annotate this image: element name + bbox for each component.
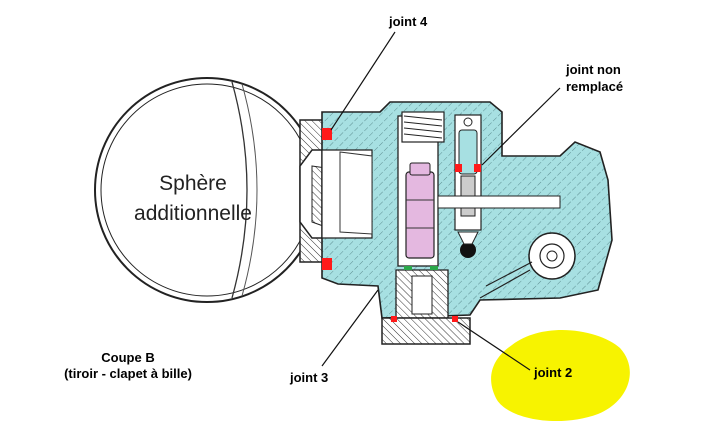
check-ball (460, 242, 476, 258)
label-joint3: joint 3 (289, 370, 328, 385)
label-joint-not-replaced-2: remplacé (566, 79, 623, 94)
seal-joint3 (391, 316, 397, 322)
seal-joint4 (322, 128, 332, 140)
seal-markers (322, 128, 481, 322)
sphere-label-line1: Sphère (159, 172, 227, 195)
highlight-blob (491, 330, 630, 422)
label-joint-not-replaced-1: joint non (565, 62, 621, 77)
label-joint2: joint 2 (533, 365, 572, 380)
leader-lines (321, 31, 561, 371)
internal-passage (437, 195, 561, 209)
spring (401, 111, 445, 143)
outlet-fitting (479, 232, 576, 299)
seal-not-replaced-right (474, 164, 481, 172)
label-joint4: joint 4 (388, 14, 428, 29)
sphere-label-line2: additionnelle (134, 202, 252, 225)
seal-joint2 (452, 316, 458, 322)
green-seal-marks (404, 266, 438, 270)
bottom-plug (381, 269, 471, 345)
caption-line2: (tiroir - clapet à bille) (64, 366, 192, 381)
spool (405, 171, 435, 259)
caption-line1: Coupe B (101, 350, 154, 365)
seal-not-replaced-left (455, 164, 462, 172)
seal-lower-sphere (322, 258, 332, 270)
